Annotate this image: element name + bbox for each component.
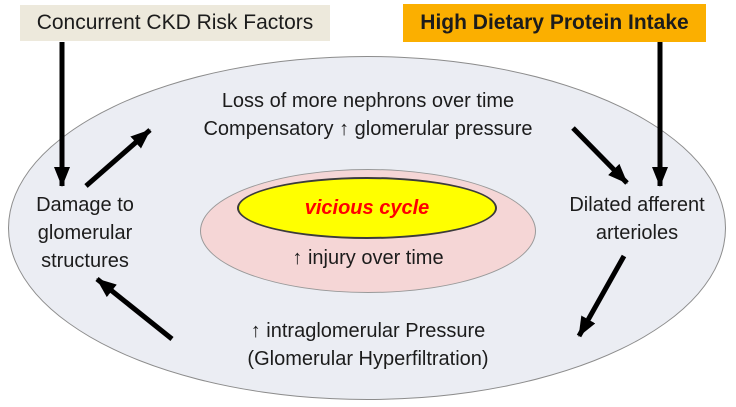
nephron-loss-line2: Compensatory ↑ glomerular pressure — [203, 118, 533, 140]
high-dietary-protein-label: High Dietary Protein Intake — [420, 11, 689, 34]
glomerular-damage-line3: structures — [41, 250, 129, 272]
hyperfiltration-line2: (Glomerular Hyperfiltration) — [247, 348, 489, 370]
ckd-risk-factors-box: Concurrent CKD Risk Factors — [20, 5, 330, 41]
glomerular-damage-node: Damage to glomerular structures — [36, 191, 134, 275]
vicious-cycle-label: vicious cycle — [304, 196, 430, 219]
dilated-arterioles-line2: arterioles — [595, 222, 679, 244]
nephron-loss-line1: Loss of more nephrons over time — [221, 90, 515, 112]
vicious-cycle-ellipse: vicious cycle — [237, 177, 497, 239]
ckd-risk-factors-label: Concurrent CKD Risk Factors — [36, 11, 314, 34]
injury-over-time-label: ↑ injury over time — [292, 247, 444, 269]
high-dietary-protein-box: High Dietary Protein Intake — [403, 4, 706, 42]
dilated-arterioles-line1: Dilated afferent — [569, 194, 705, 216]
glomerular-damage-line1: Damage to — [36, 194, 134, 216]
dilated-arterioles-node: Dilated afferent arterioles — [569, 191, 704, 247]
hyperfiltration-line1: ↑ intraglomerular Pressure — [250, 320, 486, 342]
hyperfiltration-node: ↑ intraglomerular Pressure (Glomerular H… — [247, 317, 488, 373]
glomerular-damage-line2: glomerular — [37, 222, 133, 244]
nephron-loss-node: Loss of more nephrons over time Compensa… — [203, 87, 532, 143]
